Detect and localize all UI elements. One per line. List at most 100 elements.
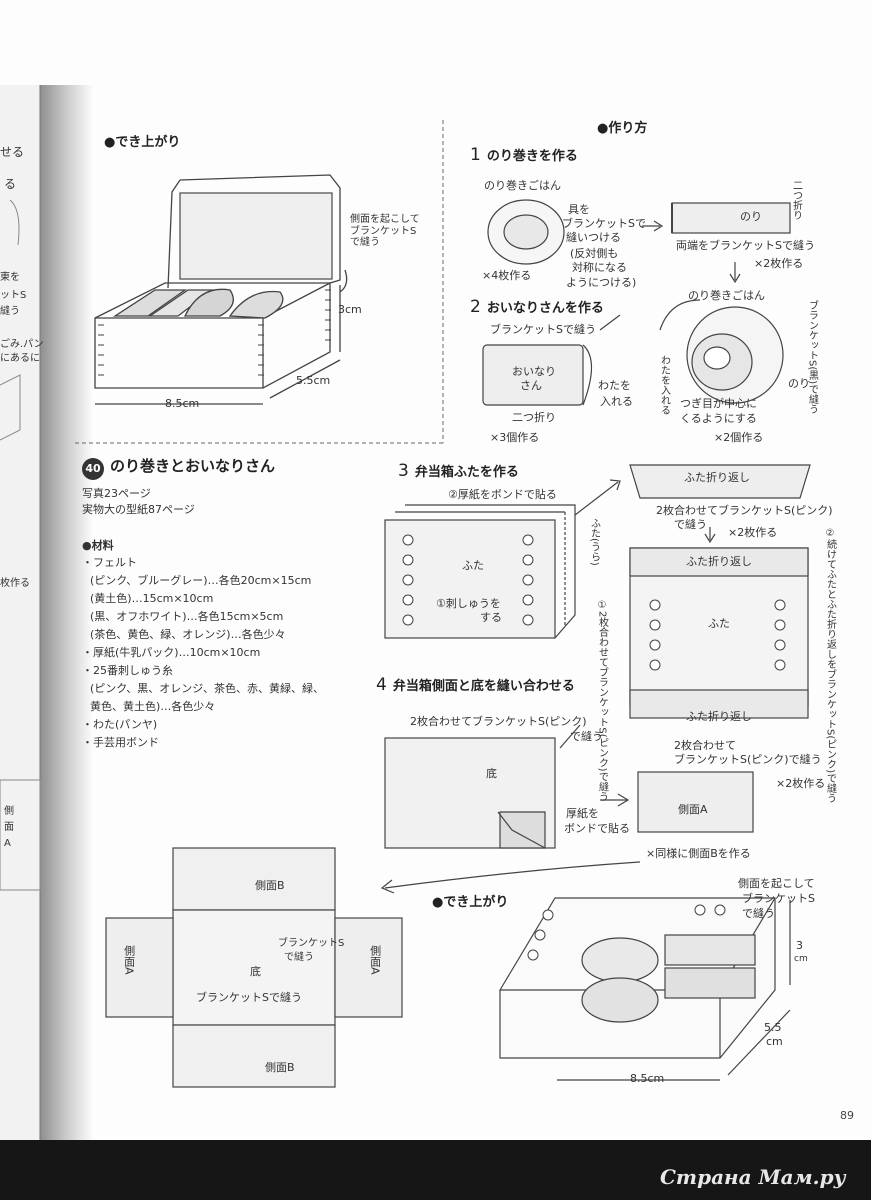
step2-cotton: わたを	[598, 379, 631, 392]
step1-fold-label: 二つ折り	[790, 180, 802, 220]
step4-pair-sew2: で縫う	[570, 730, 603, 743]
howto-title: ●作り方	[597, 121, 648, 136]
step2-heading: 2 おいなりさんを作る	[470, 297, 604, 318]
finished-heading-bottom: ●でき上がり	[432, 895, 509, 910]
finished-note2: ブランケットS	[742, 892, 815, 905]
step3-pair-sew: 2枚合わせてブランケットS(ピンク)	[656, 504, 833, 517]
step1-count3: ×2個作る	[714, 431, 764, 444]
finished-top-depth: 5.5cm	[296, 374, 331, 387]
step4-same-b: ×同様に側面Bを作る	[646, 847, 751, 860]
step3-fold-back-top: ふた折り返し	[686, 555, 752, 568]
finished-note3: で縫う	[742, 907, 775, 920]
materials-line: ・手芸用ボンド	[82, 736, 159, 749]
step3-pair-sew2: で縫う	[674, 518, 707, 531]
gutter-shadow	[38, 85, 93, 1140]
materials-line: (ピンク、ブルーグレー)…各色20cm×15cm	[90, 574, 312, 587]
finished-top-note: 側面を起こしてブランケットSで縫う	[350, 214, 420, 248]
project-number-badge: 40	[82, 458, 104, 480]
pattern-reference: 実物大の型紙87ページ	[82, 503, 195, 516]
left-edge-text-7: にあるに	[0, 353, 40, 364]
step1-seam: つぎ目が中心に	[680, 397, 757, 410]
left-edge-text-9: 側	[4, 806, 14, 817]
left-edge-text-6: ごみ.パン	[0, 339, 44, 350]
finished-height: 3	[796, 939, 803, 952]
step1-gu2: ブランケットSで	[562, 217, 646, 230]
step1-nori-label: のり	[740, 210, 762, 223]
step3-lid-back-label: ふた(うら)	[588, 518, 600, 566]
left-edge-text-11: A	[4, 838, 11, 849]
step4-board: 厚紙を	[566, 807, 599, 820]
assembly-side-a-right: 側面A	[368, 945, 382, 975]
step4-title: 弁当箱側面と底を縫い合わせる	[392, 679, 575, 694]
step3-embroider2: する	[480, 611, 502, 624]
step3-title: 弁当箱ふたを作る	[414, 465, 519, 480]
materials-line: 黄色、黄土色)…各色少々	[90, 700, 216, 713]
left-edge-text-10: 面	[4, 822, 14, 833]
step3-bond-note: ②厚紙をボンドで貼る	[448, 488, 557, 501]
bottom-band	[0, 1140, 871, 1200]
step2-sew-note: ブランケットSで縫う	[490, 323, 596, 336]
assembly-bottom-label: 底	[250, 965, 261, 978]
materials-line: (黄土色)…15cm×10cm	[90, 592, 214, 605]
step1-heading: 1 のり巻きを作る	[470, 145, 578, 166]
step3-heading: 3 弁当箱ふたを作る	[398, 461, 519, 482]
step2-fold: 二つ折り	[512, 411, 556, 424]
finished-top-width: 8.5cm	[165, 397, 200, 410]
step3-count: ×2枚作る	[728, 526, 778, 539]
step3-fold-back-bottom: ふた折り返し	[686, 710, 752, 723]
step2-cotton2: 入れる	[600, 395, 633, 408]
step1-gu3: 縫いつける	[566, 231, 621, 244]
step4-board2: ボンドで貼る	[564, 822, 630, 835]
step4-bottom-label: 底	[486, 767, 497, 780]
step1-number: 1	[470, 145, 481, 165]
step2-title: おいなりさんを作る	[486, 301, 604, 316]
materials-line: (茶色、黄色、緑、オレンジ)…各色少々	[90, 628, 286, 641]
finished-top-height: 3cm	[338, 303, 362, 316]
materials-line: (黒、オフホワイト)…各色15cm×5cm	[90, 610, 284, 623]
materials-line: ・フェルト	[82, 556, 137, 569]
watermark-text: Страна Мам.ру	[660, 1165, 846, 1189]
step1-gu5: 対称になる	[572, 261, 627, 274]
step1-gu4: (反対側も	[570, 247, 619, 260]
step1-title: のり巻きを作る	[486, 149, 578, 164]
step1-gu6: ようにつける)	[566, 276, 637, 289]
left-edge-text-2: る	[4, 177, 17, 191]
assembly-side-b-top: 側面B	[255, 879, 285, 892]
photo-reference: 写真23ページ	[82, 487, 151, 500]
assembly-side-a-left: 側面A	[122, 945, 136, 975]
step2-number: 2	[470, 297, 481, 317]
page-number: 89	[840, 1109, 854, 1122]
left-edge-text-3: 東を	[0, 272, 20, 283]
materials-heading: ●材料	[82, 539, 114, 552]
step4-count: ×2枚作る	[776, 777, 826, 790]
step1-rice-label: のり巻きごはん	[484, 179, 561, 192]
step1-cotton-note: わたを入れる	[658, 355, 670, 415]
step4-side-pair2: ブランケットS(ピンク)で縫う	[674, 753, 822, 766]
finished-depth-unit: cm	[766, 1035, 783, 1048]
step1-gu: 具を	[568, 203, 590, 216]
assembly-side-b-bottom: 側面B	[265, 1061, 295, 1074]
step3-number: 3	[398, 461, 409, 481]
finished-heading-top: ●でき上がり	[104, 135, 181, 150]
assembly-sew1b: で縫う	[284, 952, 314, 963]
left-edge-text-5: 縫う	[0, 306, 20, 317]
assembly-sew1: ブランケットS	[278, 938, 345, 949]
step1-nori2-label: のり	[788, 377, 810, 390]
step1-ends-note: 両端をブランケットSで縫う	[676, 239, 815, 252]
finished-note: 側面を起こして	[738, 877, 815, 890]
step3-fold-back-strip: ふた折り返し	[684, 471, 750, 484]
materials-line: ・25番刺しゅう糸	[82, 664, 173, 677]
step4-side-a-label: 側面A	[678, 803, 708, 816]
step1-count2: ×2枚作る	[754, 257, 804, 270]
step1-rice2-label: のり巻きごはん	[688, 289, 765, 302]
assembly-sew2: ブランケットSで縫う	[196, 991, 302, 1004]
step2-count: ×3個作る	[490, 431, 540, 444]
step1-sew-note: ブランケットS(黒)で縫う	[806, 300, 818, 415]
materials-line: ・わた(パンヤ)	[82, 718, 158, 731]
finished-width: 8.5cm	[630, 1072, 665, 1085]
project-title: のり巻きとおいなりさん	[110, 457, 276, 475]
